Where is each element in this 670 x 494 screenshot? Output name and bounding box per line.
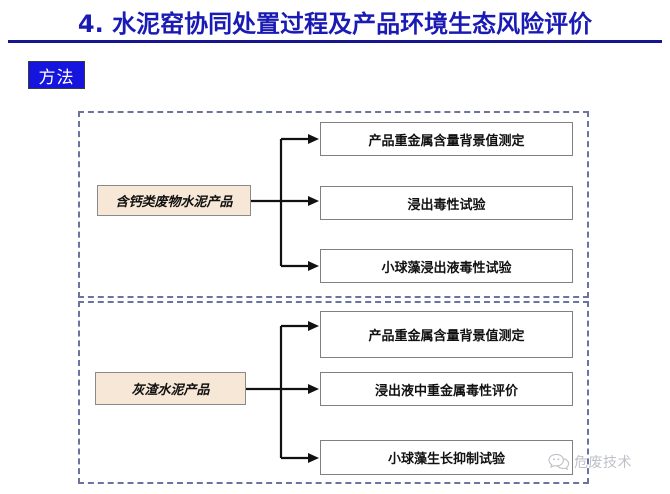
flow-target-node-upper-1: 产品重金属含量背景值测定 <box>320 122 573 156</box>
title-underline-rule <box>8 40 662 43</box>
flow-target-node-upper-3: 小球藻浸出液毒性试验 <box>320 249 573 283</box>
flow-target-node-upper-2: 浸出毒性试验 <box>320 186 573 220</box>
flow-target-node-lower-3: 小球藻生长抑制试验 <box>320 440 573 475</box>
page-title: 4. 水泥窑协同处置过程及产品环境生态风险评价 <box>77 10 593 38</box>
flow-group-lower <box>78 301 589 484</box>
flow-source-node-lower: 灰渣水泥产品 <box>95 372 246 405</box>
section-badge-method: 方法 <box>28 61 85 89</box>
flow-group-upper <box>78 111 589 298</box>
flow-target-node-lower-2: 浸出液中重金属毒性评价 <box>320 372 573 406</box>
flow-source-node-upper: 含钙类废物水泥产品 <box>97 185 251 216</box>
flow-target-node-lower-1: 产品重金属含量背景值测定 <box>320 311 573 358</box>
